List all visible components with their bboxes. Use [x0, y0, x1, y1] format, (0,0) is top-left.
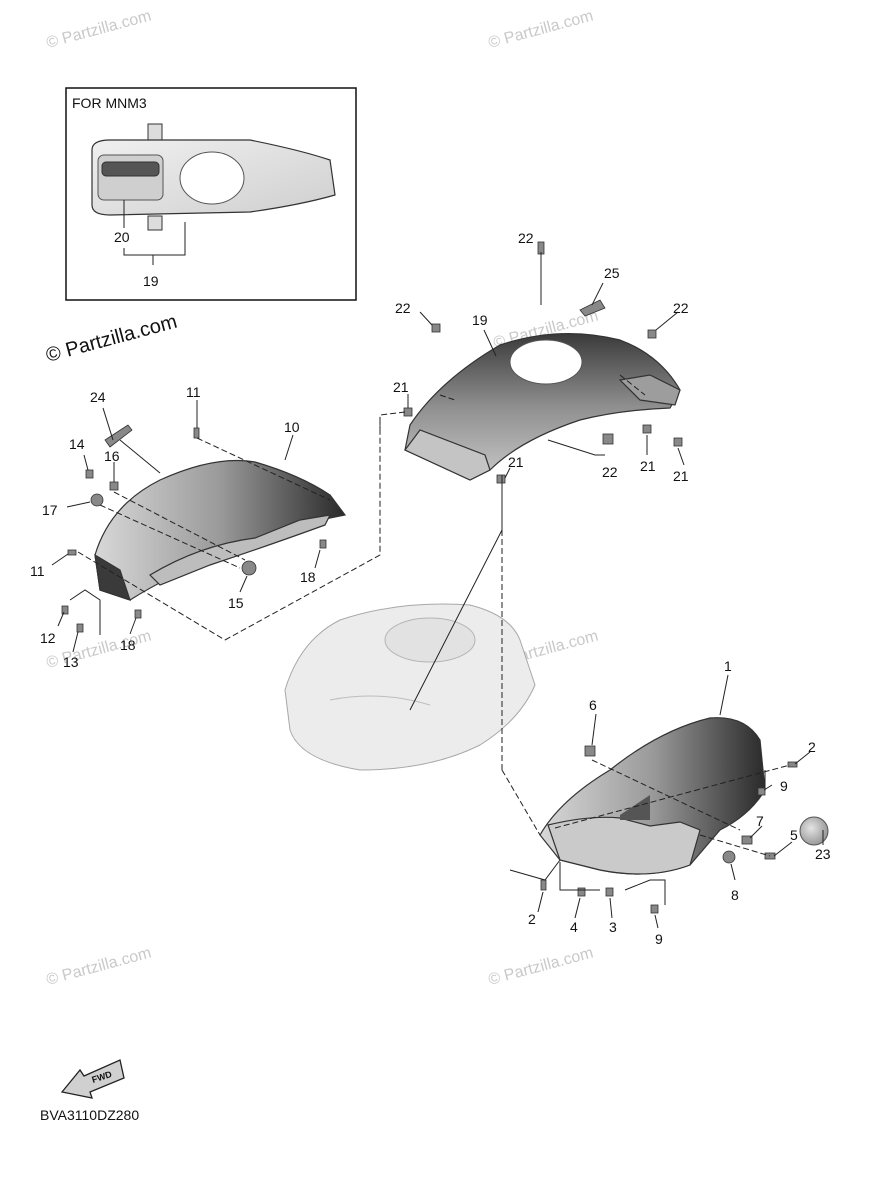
bolt-2: [540, 879, 547, 891]
callout-22b: 22: [395, 300, 411, 316]
damper-6: [584, 745, 596, 757]
inset-title: FOR MNM3: [72, 95, 147, 111]
callout-20: 20: [114, 229, 130, 245]
bolt-2: [787, 761, 798, 768]
screw-12: [61, 605, 69, 615]
callout-21c: 21: [673, 468, 689, 484]
callout-18a: 18: [300, 569, 316, 585]
callout-2a: 2: [808, 739, 816, 755]
callout-8: 8: [731, 887, 739, 903]
fuel-tank: [284, 603, 536, 771]
clip-9: [757, 787, 766, 796]
front-cover-1: [539, 717, 829, 875]
bolt-14: [85, 469, 94, 479]
callout-19-inset: 19: [143, 273, 159, 289]
clip-9: [650, 904, 659, 914]
forward-arrow-icon: FWD: [60, 1059, 125, 1099]
screw-11: [67, 549, 77, 556]
callout-22a: 22: [518, 230, 534, 246]
callout-11b: 11: [30, 563, 45, 579]
damper-21: [673, 437, 683, 447]
tank-cover-19: [404, 332, 681, 481]
callout-4: 4: [570, 919, 578, 935]
watermark: © Partzilla.com: [487, 945, 596, 989]
grommet-8: [722, 850, 736, 864]
drawing-code: BVA3110DZ280: [40, 1107, 139, 1123]
callout-9a: 9: [780, 778, 788, 794]
screw-4: [577, 887, 586, 897]
callout-18b: 18: [120, 637, 136, 653]
grommet-17: [90, 493, 104, 507]
callout-15: 15: [228, 595, 244, 611]
callout-12: 12: [40, 630, 56, 646]
callout-22c: 22: [673, 300, 689, 316]
callout-10: 10: [284, 419, 300, 435]
damper-21: [496, 474, 506, 484]
callout-21a: 21: [393, 379, 409, 395]
bolt-22: [431, 323, 441, 333]
callout-24: 24: [90, 389, 106, 405]
callout-16: 16: [104, 448, 120, 464]
callout-7: 7: [756, 813, 764, 829]
callout-14: 14: [69, 436, 85, 452]
watermark: © Partzilla.com: [45, 945, 154, 989]
callout-6: 6: [589, 697, 597, 713]
inset-cover-part: [91, 123, 336, 231]
inset-box: FOR MNM3 20 19: [65, 87, 357, 301]
clip-3: [605, 887, 614, 897]
damper-21: [403, 407, 413, 417]
screw-13: [76, 623, 84, 633]
watermark: © Partzilla.com: [45, 628, 154, 672]
callout-17: 17: [42, 502, 58, 518]
screw-11: [193, 427, 200, 439]
callout-2b: 2: [528, 911, 536, 927]
bolt-22: [647, 329, 657, 339]
nut-15: [241, 560, 257, 576]
watermark: © Partzilla.com: [45, 8, 154, 52]
clip-18: [134, 609, 142, 619]
callout-22d: 22: [602, 464, 618, 480]
collar-7: [741, 835, 753, 845]
side-cover-10: [94, 459, 347, 601]
callout-21b: 21: [640, 458, 656, 474]
callout-25: 25: [604, 265, 620, 281]
callout-5: 5: [790, 827, 798, 843]
callout-9b: 9: [655, 931, 663, 947]
callout-1: 1: [724, 658, 732, 674]
watermark-prominent: © Partzilla.com: [44, 311, 180, 367]
callout-19: 19: [472, 312, 488, 328]
bolt-16: [109, 481, 119, 491]
bolt-22: [602, 433, 614, 445]
clip-18: [319, 539, 327, 549]
callout-21d: 21: [508, 454, 524, 470]
callout-3: 3: [609, 919, 617, 935]
callout-23: 23: [815, 846, 831, 862]
watermark: © Partzilla.com: [487, 8, 596, 52]
callout-13: 13: [63, 654, 79, 670]
damper-21: [642, 424, 652, 434]
callout-11a: 11: [186, 384, 201, 400]
emblem-24: [104, 424, 133, 448]
